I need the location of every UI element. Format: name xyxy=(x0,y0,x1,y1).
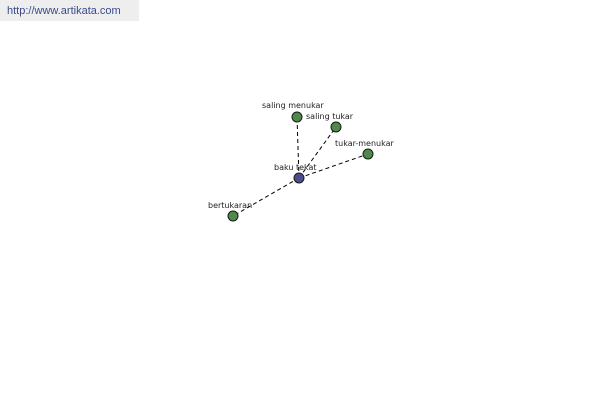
node-label: saling tukar xyxy=(306,112,354,121)
node-tukar-menukar[interactable]: tukar-menukar xyxy=(335,139,395,160)
edge-bertukaran xyxy=(232,177,300,217)
node-marker xyxy=(291,111,303,123)
node-baku-tekat[interactable]: baku tekat xyxy=(274,163,317,184)
node-marker xyxy=(330,121,342,133)
edges-layer xyxy=(232,116,369,217)
node-marker xyxy=(227,210,239,222)
node-saling-menukar[interactable]: saling menukar xyxy=(262,101,324,123)
node-marker xyxy=(362,148,374,160)
source-url[interactable]: http://www.artikata.com xyxy=(0,0,139,21)
node-label: saling menukar xyxy=(262,101,324,110)
node-label: bertukaran xyxy=(208,201,252,210)
center-node-marker xyxy=(293,172,305,184)
node-label: tukar-menukar xyxy=(335,139,395,148)
edge-saling-tukar xyxy=(298,126,337,179)
nodes-layer: saling menukar saling tukar tukar-menuka… xyxy=(208,101,395,222)
node-bertukaran[interactable]: bertukaran xyxy=(208,201,252,222)
node-saling-tukar[interactable]: saling tukar xyxy=(306,112,354,133)
edge-saling-menukar xyxy=(296,116,300,179)
edge-tukar-menukar xyxy=(298,153,369,179)
center-node-label: baku tekat xyxy=(274,163,317,172)
